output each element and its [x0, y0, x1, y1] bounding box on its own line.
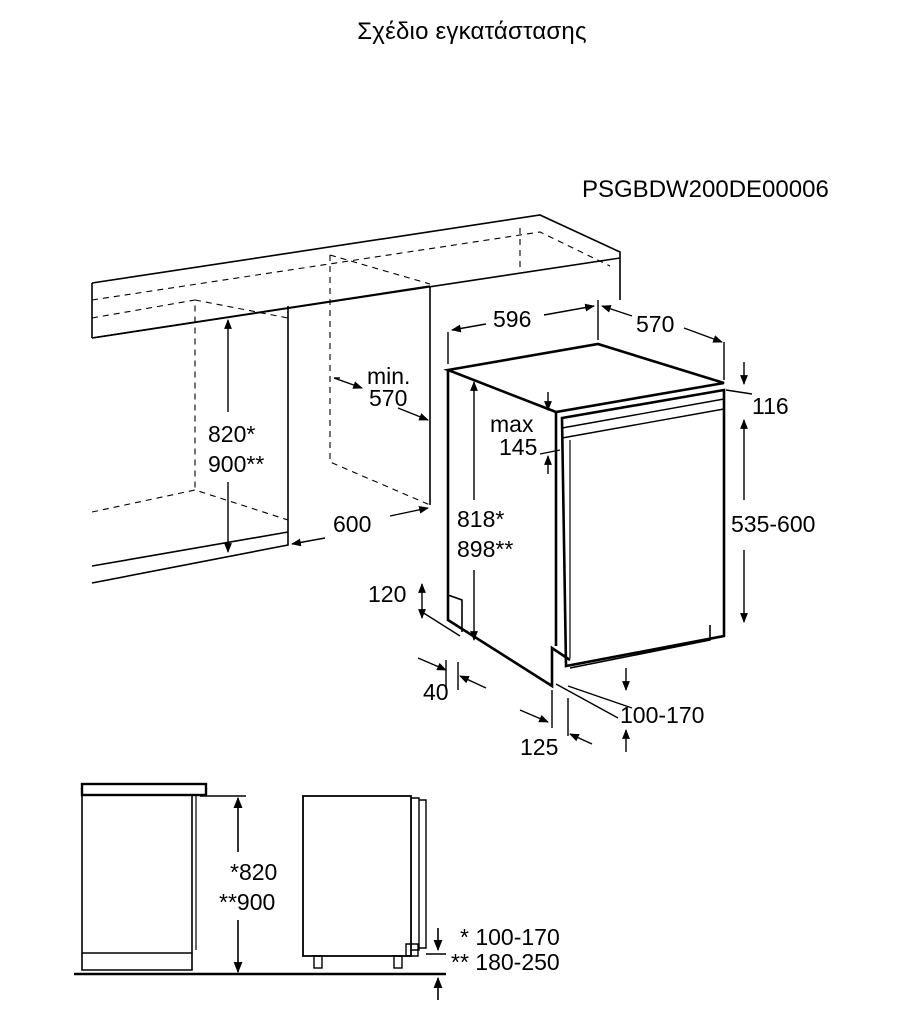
floor-and-side-dims — [74, 795, 446, 1000]
dim-plinth-125: 125 — [520, 734, 558, 760]
dim-plinth-120: 120 — [368, 581, 406, 607]
dim-cabinet-height-1: 820* — [208, 421, 255, 447]
dim-niche-width: 596 — [493, 306, 531, 332]
side-view-dishwasher — [302, 795, 427, 969]
page-title: Σχέδιο εγκατάστασης — [357, 18, 587, 45]
dim-side-height-1: *820 — [230, 859, 277, 885]
dim-max-label: max — [490, 411, 534, 437]
dim-side-height-2: **900 — [219, 889, 275, 915]
dim-min-value: 570 — [369, 385, 407, 411]
side-view-cabinet — [80, 782, 208, 971]
dim-plinth-40: 40 — [423, 679, 449, 705]
dim-appliance-height-1: 818* — [457, 506, 504, 532]
dim-min-label: min. — [367, 363, 410, 389]
hidden-lines — [91, 228, 611, 521]
dimension-lines — [224, 300, 753, 752]
dim-niche-depth: 570 — [636, 311, 674, 337]
dim-cabinet-height-2: 900** — [208, 451, 264, 477]
dim-top-gap: 116 — [752, 393, 789, 419]
dim-max-value: 145 — [499, 434, 537, 460]
dim-side-plinth-2: ** 180-250 — [451, 949, 560, 975]
drawing-code: PSGBDW200DE00006 — [582, 176, 829, 203]
dim-side-plinth-1: * 100-170 — [460, 924, 560, 950]
worktop-outline — [91, 214, 621, 584]
dim-appliance-height-2: 898** — [457, 536, 513, 562]
dim-depth-600: 600 — [333, 511, 371, 537]
dim-plinth-range: 100-170 — [620, 702, 704, 728]
dim-door-height: 535-600 — [731, 511, 815, 537]
